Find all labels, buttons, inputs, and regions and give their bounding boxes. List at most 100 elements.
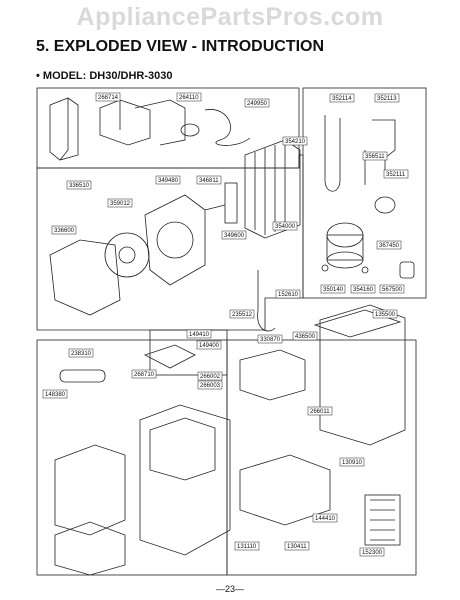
- svg-text:354000: 354000: [275, 224, 296, 230]
- svg-text:367450: 367450: [379, 243, 400, 249]
- svg-text:266003: 266003: [200, 383, 221, 389]
- label-352111: 352111: [383, 169, 409, 179]
- label-130411: 130411: [284, 541, 310, 551]
- label-148380: 148380: [42, 389, 68, 399]
- svg-text:336600: 336600: [54, 228, 75, 234]
- label-268710: 268710: [131, 369, 157, 379]
- label-356511: 356511: [362, 151, 388, 161]
- label-359012: 359012: [107, 198, 133, 208]
- label-264110: 264110: [176, 92, 202, 102]
- label-349480: 349480: [155, 175, 181, 185]
- label-330870: 330870: [257, 334, 283, 344]
- wire-harness-part: [257, 270, 276, 332]
- front-cabinet-part: [139, 404, 231, 556]
- model-label: • MODEL: DH30/DHR-3030: [36, 70, 173, 82]
- svg-text:149400: 149400: [199, 343, 220, 349]
- panel-bottom-right: [226, 339, 417, 576]
- label-336600: 336600: [51, 225, 77, 235]
- filter-part: [364, 494, 401, 546]
- label-268714: 268714: [95, 92, 121, 102]
- panel-middle: [36, 154, 304, 331]
- label-149410: 149410: [186, 329, 212, 339]
- svg-text:268710: 268710: [134, 372, 155, 378]
- label-336510: 336510: [66, 180, 92, 190]
- svg-text:349600: 349600: [224, 233, 245, 239]
- coil-part: [374, 196, 396, 214]
- motor-part: [180, 123, 200, 137]
- base-part: [239, 454, 331, 526]
- svg-text:350140: 350140: [323, 287, 344, 293]
- label-354210: 354210: [282, 136, 308, 146]
- bracket-part: [224, 182, 238, 224]
- svg-text:130910: 130910: [342, 460, 363, 466]
- svg-text:130411: 130411: [287, 544, 307, 550]
- capacitor-part: [399, 261, 415, 279]
- control-box-part: [99, 99, 151, 146]
- svg-text:359012: 359012: [110, 201, 131, 207]
- label-144410: 144410: [312, 513, 338, 523]
- shroud-part: [144, 194, 206, 286]
- label-249950: 249950: [244, 98, 270, 108]
- svg-text:352111: 352111: [386, 172, 406, 178]
- label-238310: 238310: [68, 348, 94, 358]
- top-cover-part: [313, 309, 402, 338]
- label-266011: 266011: [307, 406, 333, 416]
- pcb-part: [143, 344, 196, 369]
- svg-text:266011: 266011: [310, 409, 330, 415]
- svg-text:354210: 354210: [285, 139, 306, 145]
- svg-text:352114: 352114: [332, 96, 352, 102]
- svg-text:249950: 249950: [247, 101, 268, 107]
- svg-text:436500: 436500: [295, 334, 316, 340]
- rear-cabinet-part: [319, 304, 406, 446]
- svg-text:352113: 352113: [377, 96, 397, 102]
- label-135500: 135500: [372, 309, 398, 319]
- page-number: —23—: [215, 584, 244, 594]
- svg-text:144410: 144410: [315, 516, 336, 522]
- svg-text:152300: 152300: [362, 550, 383, 556]
- page-title: 5. EXPLODED VIEW - INTRODUCTION: [36, 38, 325, 55]
- label-235512: 235512: [229, 309, 255, 319]
- label-350140: 350140: [320, 284, 346, 294]
- svg-text:356511: 356511: [365, 154, 385, 160]
- label-131110: 131110: [234, 541, 260, 551]
- label-152300: 152300: [359, 547, 385, 557]
- label-354000: 354000: [272, 221, 298, 231]
- svg-text:152610: 152610: [278, 292, 299, 298]
- svg-text:567500: 567500: [382, 287, 403, 293]
- power-cord-part: [204, 109, 251, 146]
- side-panel-part: [49, 97, 79, 161]
- label-352114: 352114: [329, 93, 355, 103]
- fan-blower-part: [104, 232, 150, 278]
- fan-housing-part: [49, 239, 121, 316]
- label-152610: 152610: [275, 289, 301, 299]
- pipe-part: [324, 115, 341, 192]
- label-349600: 349600: [221, 230, 247, 240]
- svg-text:131110: 131110: [237, 544, 257, 550]
- label-354160: 354160: [350, 284, 376, 294]
- watermark-text: AppliancePartsPros.com: [76, 3, 384, 31]
- label-130910: 130910: [339, 457, 365, 467]
- label-352113: 352113: [374, 93, 400, 103]
- svg-text:264110: 264110: [179, 95, 199, 101]
- svg-text:238310: 238310: [71, 351, 92, 357]
- label-567500: 567500: [379, 284, 405, 294]
- svg-text:235512: 235512: [232, 312, 253, 318]
- display-panel-part: [59, 369, 106, 383]
- label-266002: 266002: [197, 371, 223, 381]
- drain-tray-part: [239, 349, 306, 401]
- label-149400: 149400: [196, 340, 222, 350]
- svg-text:330870: 330870: [260, 337, 281, 343]
- bucket-part: [54, 444, 126, 536]
- svg-text:346811: 346811: [199, 178, 219, 184]
- svg-text:148380: 148380: [45, 392, 66, 398]
- svg-text:336510: 336510: [69, 183, 90, 189]
- svg-text:135500: 135500: [375, 312, 396, 318]
- svg-text:149410: 149410: [189, 332, 210, 338]
- svg-text:354160: 354160: [353, 287, 374, 293]
- label-367450: 367450: [376, 240, 402, 250]
- label-266003: 266003: [197, 380, 223, 390]
- label-436500: 436500: [292, 331, 318, 341]
- label-346811: 346811: [196, 175, 222, 185]
- panel-top-right: [302, 87, 427, 299]
